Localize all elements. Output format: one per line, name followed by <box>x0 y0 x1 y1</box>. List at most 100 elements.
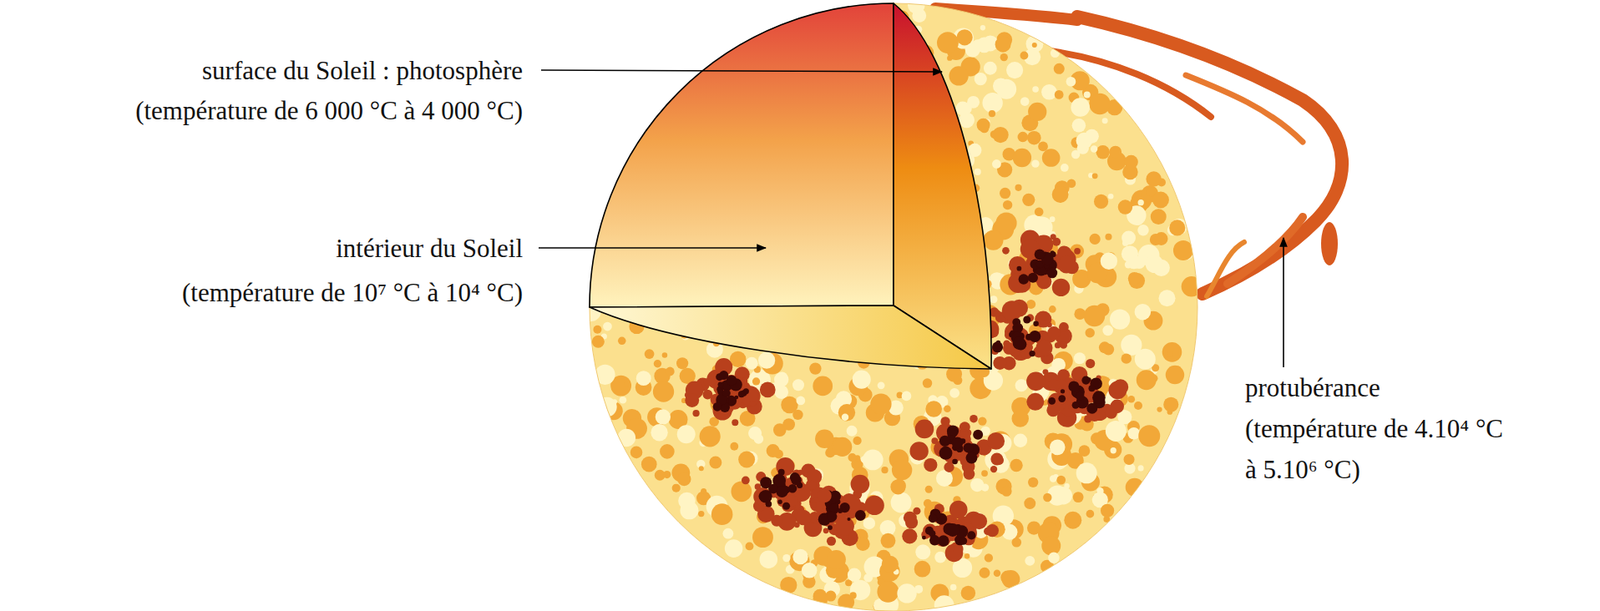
granule <box>1027 477 1038 488</box>
granule <box>597 397 618 418</box>
leader-arrow <box>1282 237 1285 368</box>
granule <box>951 436 964 449</box>
granule <box>957 515 963 521</box>
granule <box>1048 397 1056 406</box>
granule <box>1108 193 1114 200</box>
granule <box>881 533 897 549</box>
temperature-note: à 5.10⁶ °C) <box>1245 456 1361 483</box>
granule <box>678 492 696 511</box>
granule <box>1108 146 1122 159</box>
granule <box>612 399 618 405</box>
granule <box>722 528 734 540</box>
granule <box>1020 51 1029 61</box>
granule <box>752 526 774 548</box>
granule <box>1083 305 1105 327</box>
granule <box>1150 208 1167 225</box>
granule <box>594 364 615 385</box>
granule <box>624 380 632 388</box>
granule <box>922 378 932 388</box>
granule <box>852 370 871 390</box>
granule <box>766 444 780 458</box>
granule <box>636 370 652 386</box>
granule <box>1058 394 1066 403</box>
granule <box>759 382 776 399</box>
granule <box>909 441 928 461</box>
granule <box>1118 199 1133 214</box>
granule <box>1088 93 1110 115</box>
granule <box>1012 336 1026 350</box>
granule <box>1109 308 1130 330</box>
granule <box>835 516 855 536</box>
granule <box>653 381 674 403</box>
granule <box>837 508 843 514</box>
granule <box>1047 322 1053 328</box>
granule <box>1163 397 1179 413</box>
granule <box>994 455 1004 466</box>
granule <box>961 586 976 601</box>
granule <box>881 556 899 573</box>
granule <box>995 36 1012 53</box>
granule <box>754 434 765 445</box>
granule <box>726 374 737 385</box>
granule <box>792 379 805 391</box>
granule <box>984 553 993 563</box>
granule <box>1072 118 1087 133</box>
granule <box>1006 61 1023 79</box>
granule <box>1075 391 1084 400</box>
granule <box>901 528 917 544</box>
granule <box>999 187 1011 199</box>
granule <box>1102 117 1109 124</box>
granule <box>703 378 713 387</box>
granule <box>996 79 1017 100</box>
granule <box>1100 504 1114 518</box>
part-name: surface du Soleil : photosphère <box>202 57 523 84</box>
granule <box>886 539 894 547</box>
granule <box>641 456 658 473</box>
granule <box>827 525 833 531</box>
granule <box>1060 389 1065 394</box>
granule <box>963 442 974 453</box>
granule <box>1049 475 1057 482</box>
granule <box>655 409 671 425</box>
granule <box>1167 351 1174 358</box>
granule <box>901 391 912 402</box>
granule <box>925 486 933 494</box>
granule <box>1138 425 1160 447</box>
granule <box>1159 289 1176 307</box>
granule <box>993 310 1001 318</box>
granule <box>956 29 973 46</box>
granule <box>1102 325 1114 337</box>
granule <box>945 544 964 563</box>
granule <box>1011 410 1028 427</box>
granule <box>1027 521 1041 535</box>
granule <box>966 452 978 465</box>
granule <box>1169 219 1185 236</box>
granule <box>962 468 975 481</box>
granule <box>1063 511 1082 530</box>
granule <box>993 569 1001 577</box>
granule <box>1136 369 1157 390</box>
granule <box>777 500 782 505</box>
granule <box>940 416 950 426</box>
granule <box>1026 372 1046 392</box>
granule <box>1089 233 1101 245</box>
granule <box>914 561 932 578</box>
granule <box>979 567 991 579</box>
granule <box>592 335 605 349</box>
temperature-note: (température de 10⁷ °C à 10⁴ °C) <box>182 279 523 306</box>
granule <box>865 496 885 516</box>
granule <box>741 476 750 486</box>
granule <box>1058 255 1076 274</box>
granule <box>1009 459 1023 472</box>
granule <box>992 159 1002 169</box>
granule <box>863 517 876 530</box>
granule <box>775 457 795 476</box>
granule <box>1058 322 1069 333</box>
granule <box>724 539 744 558</box>
granule <box>950 584 957 592</box>
granule <box>881 466 888 474</box>
granule <box>936 470 953 487</box>
granule <box>1048 379 1060 391</box>
granule <box>1127 395 1135 404</box>
